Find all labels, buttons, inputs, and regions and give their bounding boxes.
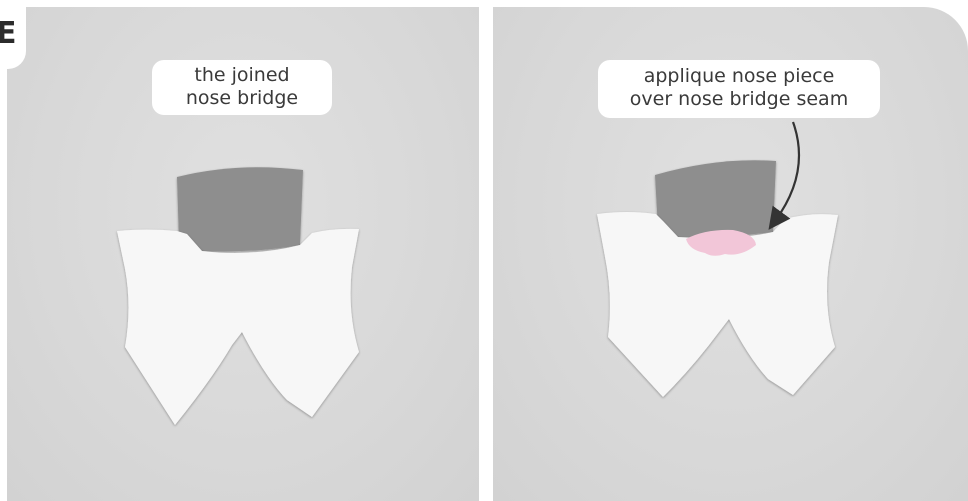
grey-nose-bridge-piece (177, 167, 303, 251)
caption-right: applique nose piece over nose bridge sea… (598, 60, 880, 118)
caption-left-line-2: nose bridge (164, 87, 320, 110)
caption-left: the joined nose bridge (152, 60, 332, 115)
white-muzzle-piece (117, 229, 359, 425)
caption-right-line-1: applique nose piece (610, 65, 868, 88)
step-letter: E (0, 19, 17, 49)
pointer-arrow (775, 122, 799, 221)
caption-right-line-2: over nose bridge seam (610, 88, 868, 111)
caption-left-line-1: the joined (164, 64, 320, 87)
grey-nose-bridge-piece (655, 160, 776, 237)
